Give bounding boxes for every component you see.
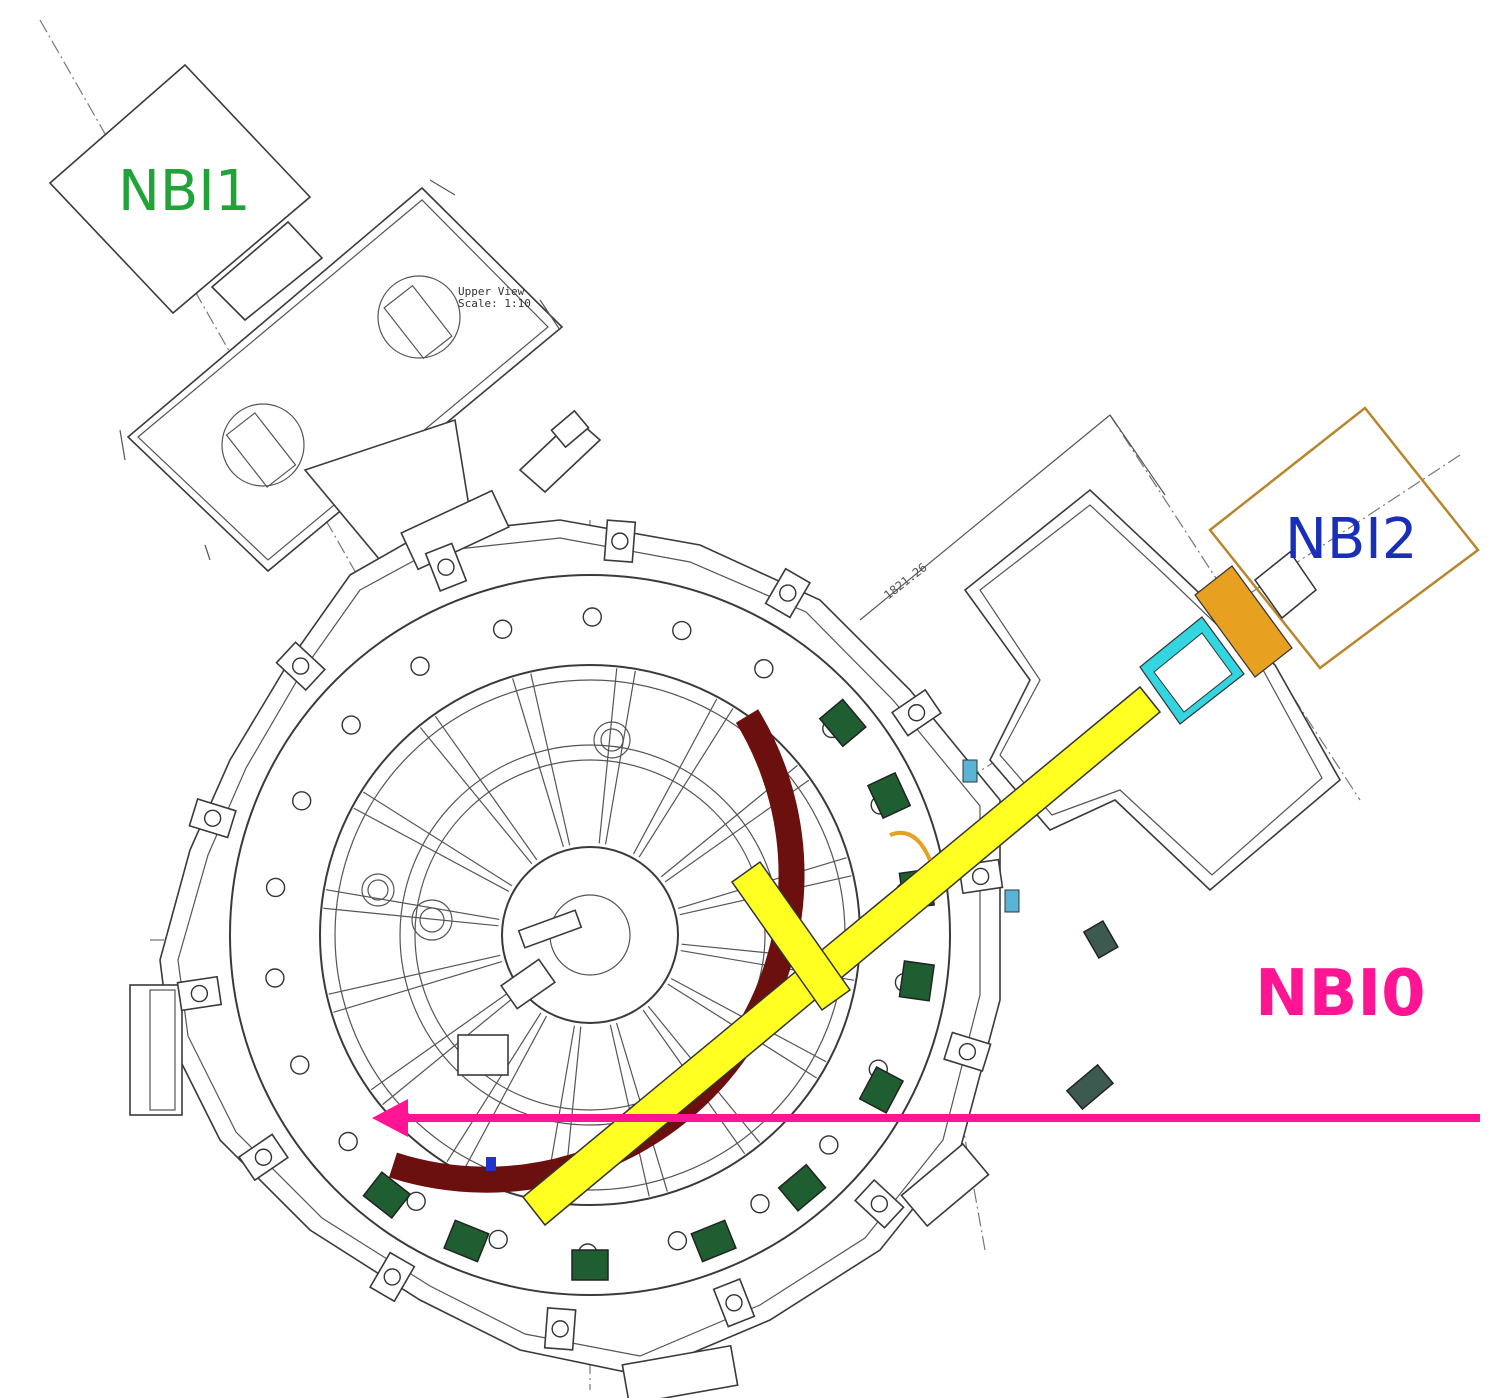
nbi2-label: NBI2	[1285, 507, 1417, 572]
coil-block	[818, 698, 867, 748]
nbi0-arrowhead	[372, 1099, 408, 1137]
radial-spoke	[598, 668, 618, 844]
coil-block	[443, 1219, 490, 1263]
bolt-hole	[410, 656, 430, 676]
nbi1-injector: Upper View Scale: 1:10	[48, 63, 602, 573]
bottom-port-box	[621, 1344, 739, 1398]
radial-spoke	[323, 907, 499, 927]
nbi0-arrow	[372, 1099, 1480, 1137]
bolt-hole	[971, 867, 990, 886]
bolt-hole	[291, 657, 310, 675]
radial-spoke	[462, 1015, 548, 1172]
bolt-hole	[667, 1231, 688, 1251]
coil-block	[898, 960, 935, 1002]
coil-block	[690, 1219, 737, 1263]
nbi1-upper-pump	[377, 275, 461, 359]
nbi2-source-box	[1208, 406, 1480, 670]
radial-spoke	[604, 670, 636, 845]
radial-spoke	[419, 727, 533, 865]
bolt-holes	[176, 519, 1004, 1351]
bolt-hole	[779, 584, 797, 602]
radial-spoke	[353, 807, 510, 893]
bolt-hole	[492, 619, 513, 639]
bolt-hole	[290, 1055, 310, 1075]
coil-block	[362, 1171, 412, 1219]
coil-block	[777, 1163, 827, 1212]
nbi0-label: NBI0	[1255, 957, 1426, 1031]
bolt-hole	[203, 809, 222, 827]
bolt-hole	[341, 715, 361, 735]
radial-spoke	[446, 1012, 542, 1162]
outer-octagon	[159, 519, 1001, 1376]
machine-frame	[129, 489, 1001, 1398]
nbi1-neck	[210, 220, 324, 322]
coil-block	[866, 771, 912, 820]
radial-spoke	[434, 715, 538, 861]
radial-spoke	[333, 960, 503, 1013]
coil-block	[858, 1065, 905, 1114]
radial-spoke	[382, 992, 520, 1106]
radial-spoke	[512, 678, 565, 848]
bolt-hole	[488, 1229, 508, 1250]
nbi2-injector	[963, 406, 1480, 892]
bolt-hole	[406, 1191, 426, 1211]
bolt-hole	[672, 620, 692, 641]
bolt-hole	[754, 659, 774, 679]
bolt-hole	[338, 1131, 358, 1152]
nbi1-label: NBI1	[118, 159, 250, 224]
dimension-label: 1821.26	[881, 560, 929, 602]
bolt-hole	[265, 968, 285, 988]
beam-paths	[521, 685, 1162, 1227]
bolt-hole	[254, 1148, 273, 1166]
left-port-box	[129, 984, 183, 1116]
central-column	[501, 846, 679, 1024]
nbi2-beam	[521, 685, 1162, 1227]
bolt-hole	[265, 877, 286, 898]
coil-block	[571, 1249, 609, 1281]
bolt-hole	[725, 1294, 743, 1312]
radial-spoke	[530, 673, 571, 846]
bolt-hole	[437, 558, 455, 576]
nbi2-vessel	[963, 488, 1342, 892]
small-details	[361, 721, 1119, 1171]
bolt-hole	[958, 1043, 977, 1061]
bolt-hole	[907, 704, 926, 722]
bolt-hole	[870, 1195, 889, 1213]
nbi1-source-box	[48, 63, 312, 315]
bolt-hole	[291, 791, 312, 811]
bolt-hole	[383, 1268, 401, 1286]
nbi2-flange	[1194, 565, 1293, 678]
bolt-hole	[750, 1194, 770, 1214]
radial-spoke	[638, 708, 734, 858]
bolt-hole	[582, 607, 602, 627]
outer-ring	[229, 574, 951, 1296]
view-label-line1: Upper View	[458, 285, 525, 298]
radial-spoke	[325, 889, 500, 921]
bolt-hole	[551, 1320, 569, 1338]
bolt-hole	[819, 1135, 839, 1155]
radial-spoke	[363, 791, 513, 887]
view-label-line2: Scale: 1:10	[458, 297, 531, 310]
nbi1-lower-pump	[221, 403, 305, 487]
radial-spoke	[632, 698, 718, 855]
bolt-hole	[190, 984, 209, 1003]
radial-spoke	[328, 954, 501, 995]
radial-spoke	[370, 987, 516, 1091]
nbi1-beam	[730, 860, 852, 1012]
bolt-hole	[611, 532, 629, 550]
nbi1-vessel	[126, 186, 564, 573]
